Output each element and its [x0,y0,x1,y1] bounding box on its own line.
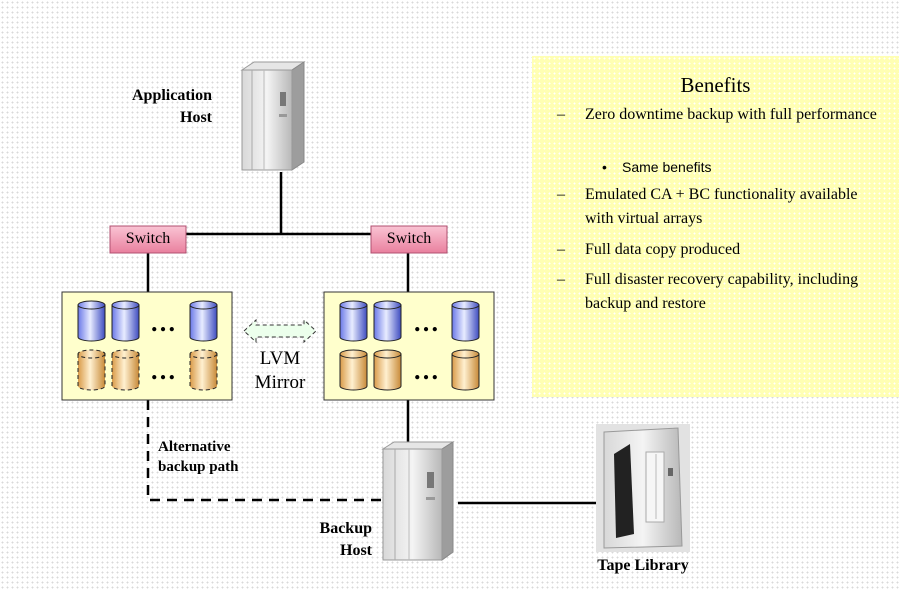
benefit-item: – Full data copy produced [557,238,887,262]
lvm-mirror-label: LVM Mirror [254,348,306,393]
disk-cylinder-icon [189,349,218,391]
benefit-item: – Emulated CA + BC functionality availab… [557,183,887,231]
connection-lines [146,172,600,505]
disk-cylinder-icon [111,300,140,342]
disk-cylinder-icon [77,300,106,342]
ellipsis-left-top: … [150,308,176,337]
disk-cylinder-icon [339,349,368,391]
benefits-panel: Benefits – Zero downtime backup with ful… [532,56,899,397]
benefit-text: Full disaster recovery capability, inclu… [585,271,859,312]
disk-group [77,300,480,391]
disk-cylinder-icon [373,300,402,342]
ellipsis-right-top: … [413,308,439,337]
benefit-text: Emulated CA + BC functionality available… [585,186,858,227]
backup-host-icon [381,441,455,561]
benefit-item: – Zero downtime backup with full perform… [557,103,887,151]
benefits-title: Benefits [680,73,751,97]
disk-cylinder-icon [339,300,368,342]
tape-library-icon [596,424,690,552]
disk-cylinder-icon [373,349,402,391]
benefit-text: Zero downtime backup with full performan… [585,106,877,123]
benefit-text: Full data copy produced [585,241,741,258]
disk-cylinder-icon [77,349,106,391]
application-host-icon [240,61,306,171]
disk-cylinder-icon [451,300,480,342]
disk-cylinder-icon [189,300,218,342]
disk-cylinder-icon [111,349,140,391]
dot-bullet: • [602,159,607,175]
dash-bullet: – [557,271,565,288]
dash-bullet: – [557,106,565,123]
switch-right-label: Switch [386,230,432,247]
dash-bullet: – [557,186,565,203]
tape-library-label: Tape Library [597,557,689,574]
benefit-item: – Full disaster recovery capability, inc… [557,268,887,316]
switch-left-label: Switch [125,230,171,247]
application-host-label: Application Host [131,87,212,126]
alternative-backup-path-label: Alternative backup path [158,439,239,475]
ellipsis-left-bottom: … [150,356,176,385]
dash-bullet: – [557,241,565,258]
backup-host-label: Backup Host [319,520,372,559]
switch-left-box [109,225,187,254]
disk-cylinder-icon [451,349,480,391]
switch-right-box [370,225,448,254]
benefit-subtext: Same benefits [622,159,712,175]
mirror-double-arrow-icon [243,318,317,344]
alternative-backup-dashed-line [146,400,383,502]
ellipsis-right-bottom: … [413,356,439,385]
